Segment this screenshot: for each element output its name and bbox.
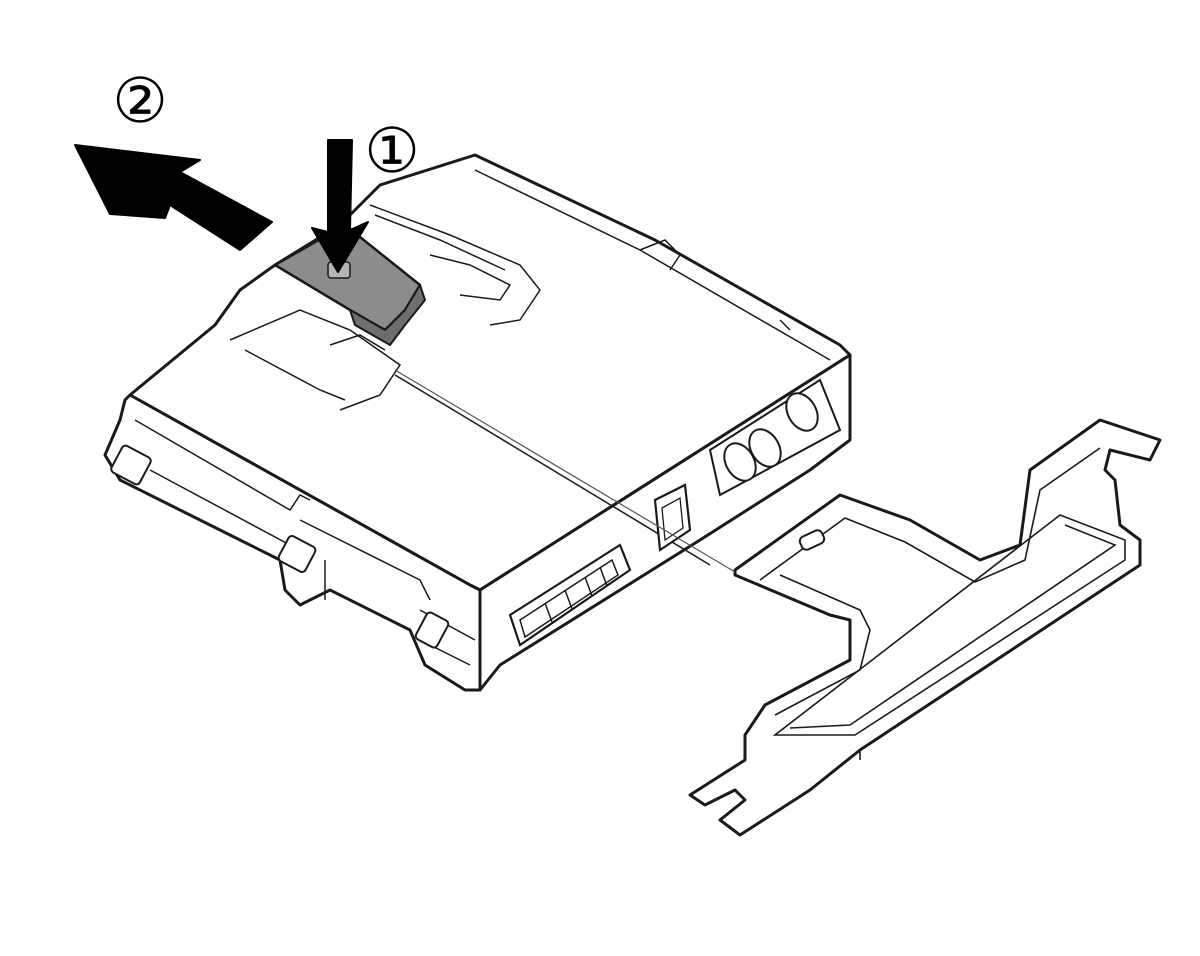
step-1-label: ① [364, 114, 420, 187]
step-2-label: ② [112, 64, 168, 137]
main-connector [508, 543, 632, 647]
box-top-details [229, 169, 831, 566]
front-side-connector [277, 535, 317, 573]
bracket-slot [798, 529, 826, 551]
round-terminals [708, 378, 842, 497]
mid-connector [653, 483, 692, 552]
bracket-inner-lines [759, 447, 1126, 760]
press-down-arrow [311, 139, 369, 273]
slide-out-arrow [74, 144, 273, 251]
alignment-guide-line [394, 369, 736, 573]
front-corner-connector [414, 611, 450, 649]
front-small-connector [110, 444, 152, 486]
